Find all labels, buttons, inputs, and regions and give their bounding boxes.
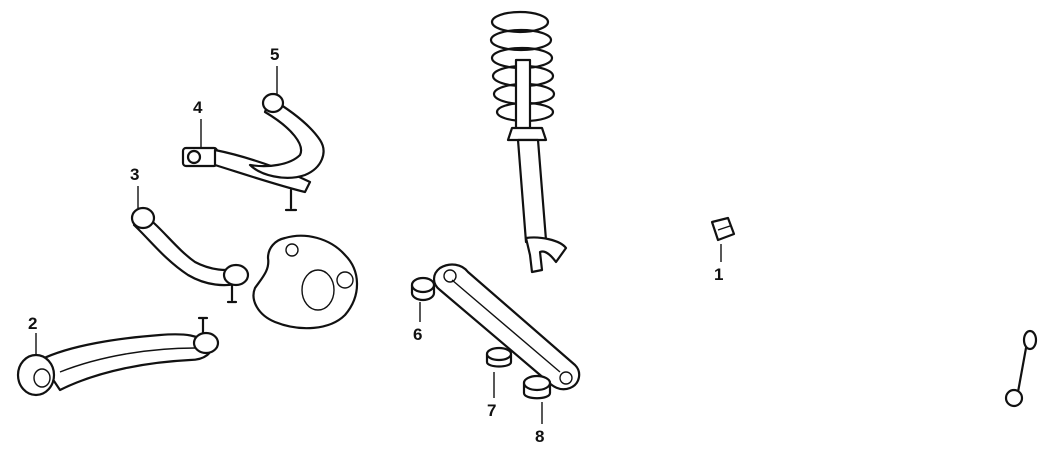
- callout-4: 4: [193, 98, 203, 117]
- callout-1: 1: [714, 265, 724, 284]
- coil-spring-shock-absorber: [489, 10, 568, 274]
- callout-2: 2: [28, 314, 38, 333]
- callout-3: 3: [130, 165, 140, 184]
- part-6-bushing: [410, 276, 436, 302]
- part-4-upper-arm: [181, 146, 312, 212]
- part-2-lower-control-arm: [16, 316, 220, 397]
- leader-lines: [35, 66, 722, 424]
- callout-8: 8: [535, 427, 545, 446]
- stabilizer-bar: [580, 133, 992, 383]
- steering-knuckle: [252, 234, 359, 330]
- part-1-stabilizer-bushing: [710, 216, 736, 242]
- part-3-tension-arm: [130, 206, 250, 304]
- part-7-bushing: [485, 346, 513, 368]
- part-5-upper-link: [248, 92, 325, 179]
- rear-lower-arm: [432, 263, 581, 391]
- part-8-bushing: [522, 374, 552, 400]
- stabilizer-link: [1004, 329, 1038, 408]
- callout-7: 7: [487, 401, 497, 420]
- callout-6: 6: [413, 325, 423, 344]
- callout-5: 5: [270, 45, 280, 64]
